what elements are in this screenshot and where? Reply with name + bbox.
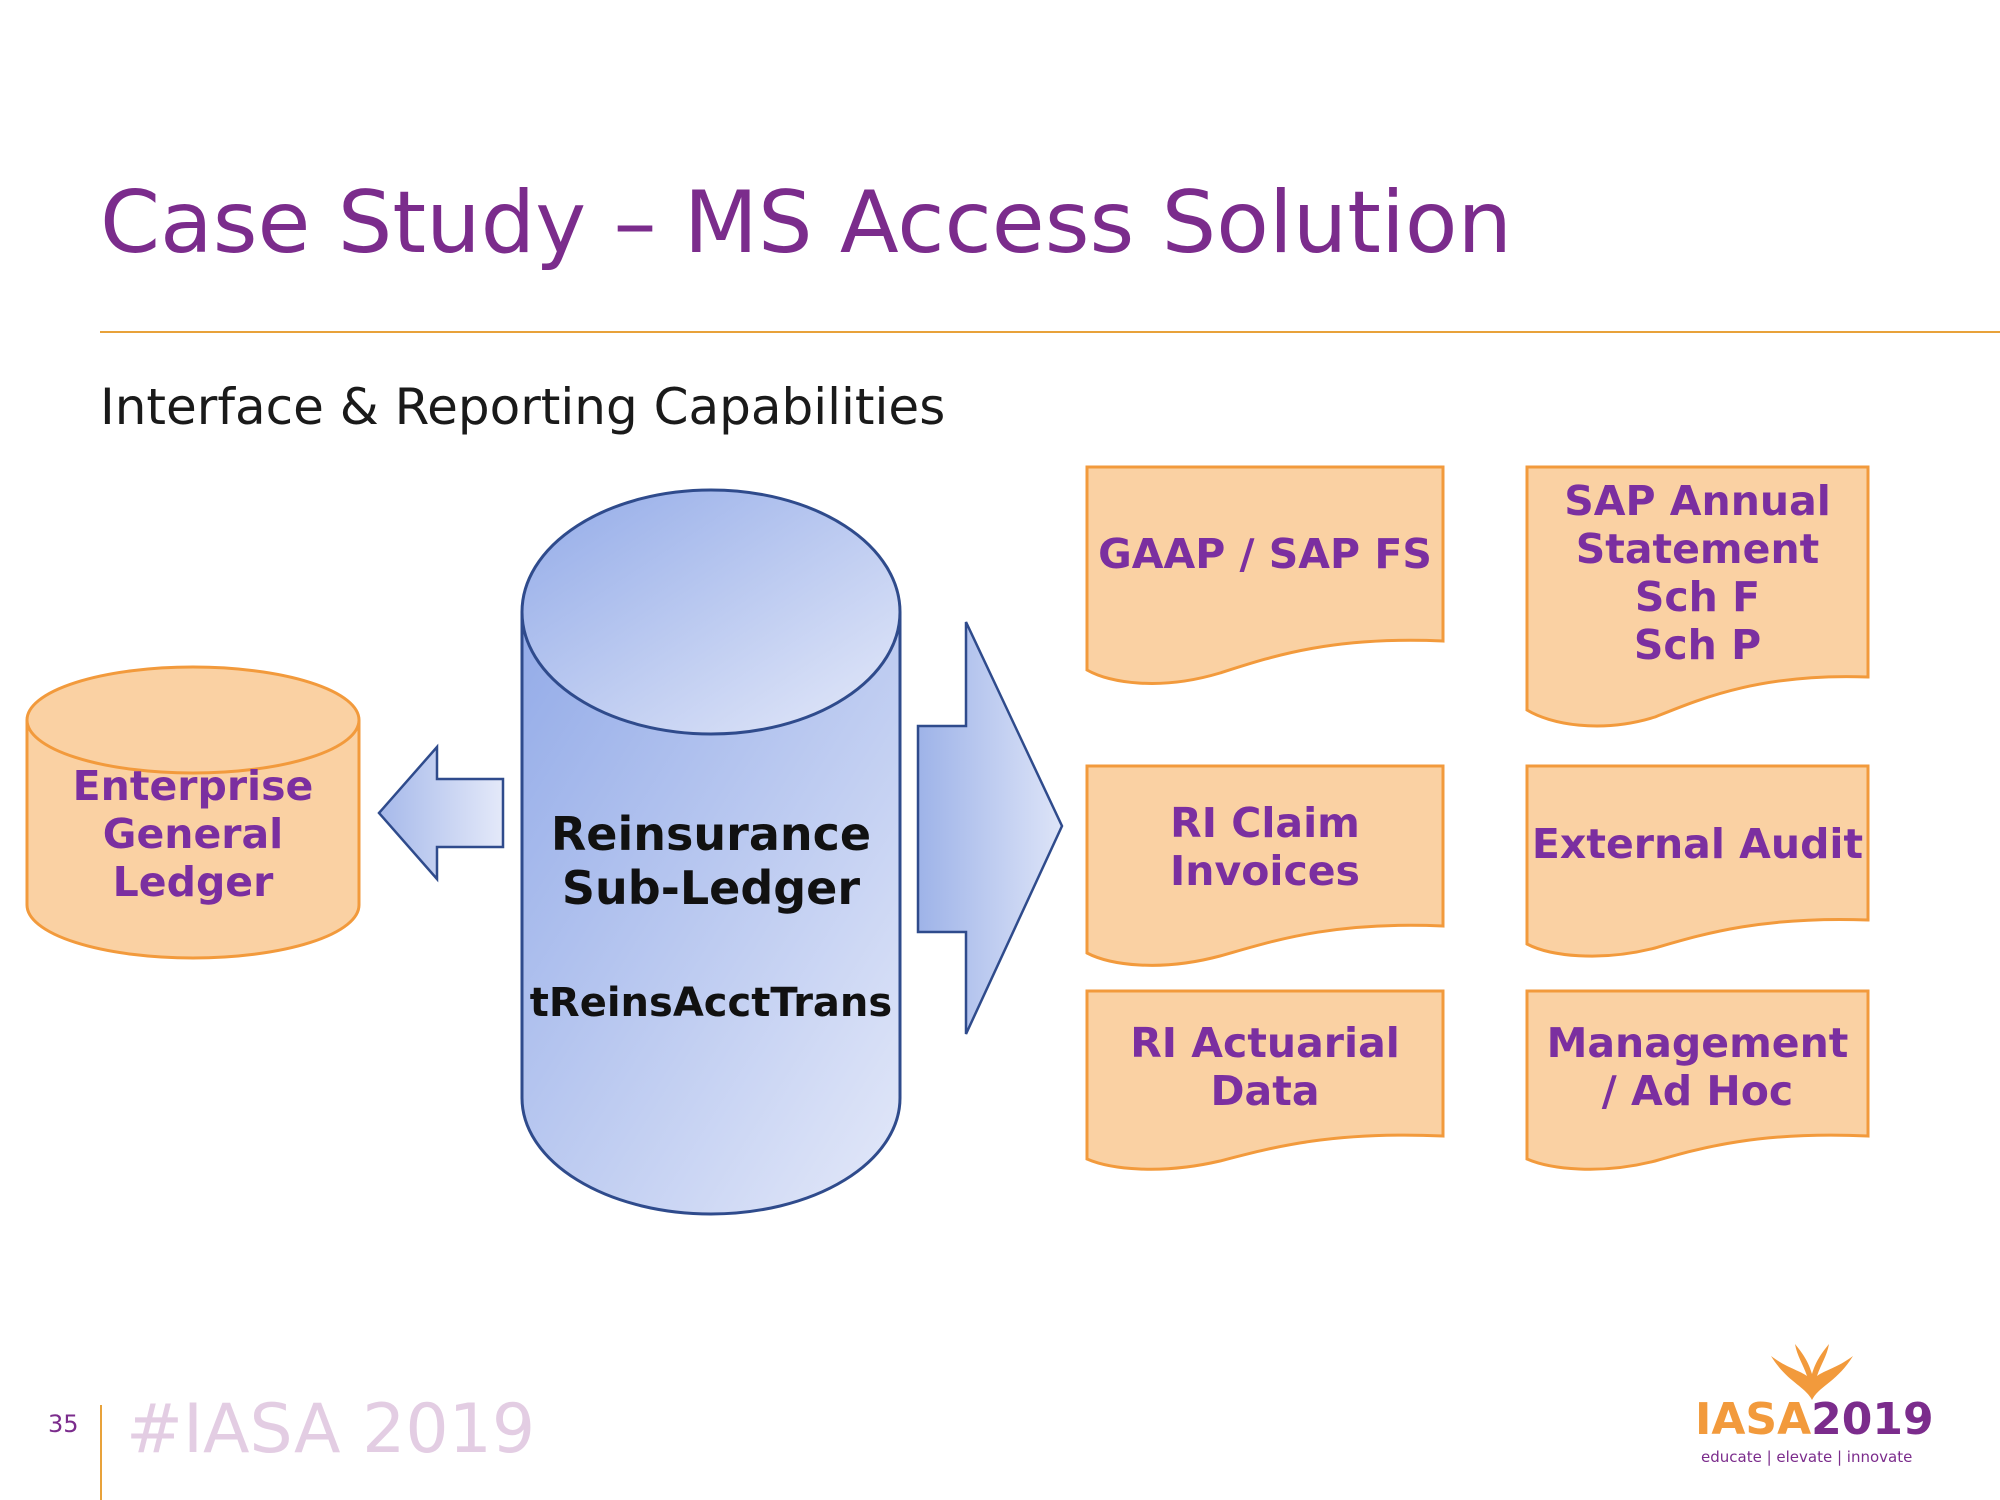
sap-annual-line1: SAP Annual [1564,477,1831,526]
management-line1: Management [1546,1019,1849,1068]
sap-annual-line2: Statement [1575,525,1820,574]
doc-sap-annual-statement [1525,465,1870,728]
enterprise-ledger-line2: General [102,810,284,859]
footer-divider [100,1405,102,1500]
management-label: Management / Ad Hoc [1527,1010,1868,1126]
ri-actuarial-line2: Data [1210,1067,1320,1115]
sap-annual-label: SAP Annual Statement Sch F Sch P [1527,467,1868,681]
slide-title: Case Study – MS Access Solution [100,173,1512,273]
enterprise-ledger-label: Enterprise General Ledger [27,752,359,918]
gaap-sap-fs-label: GAAP / SAP FS [1087,520,1443,590]
subledger-table-name: tReinsAcctTrans [529,979,893,1026]
sap-annual-line4: Sch P [1633,620,1762,669]
ri-claim-line2: Invoices [1170,847,1360,895]
right-arrow [916,621,1064,1035]
external-audit-label: External Audit [1527,810,1868,880]
footer-hashtag: #IASA 2019 [126,1390,536,1469]
slide-subtitle: Interface & Reporting Capabilities [100,378,946,436]
subledger-line1: Reinsurance [550,807,872,862]
management-line2: / Ad Hoc [1601,1067,1794,1115]
doc-ri-actuarial-data [1085,989,1445,1171]
sap-annual-line3: Sch F [1634,573,1761,621]
gaap-sap-fs-line1: GAAP / SAP FS [1098,530,1432,579]
enterprise-ledger-cylinder [25,665,361,960]
doc-gaap-sap-fs [1085,465,1445,685]
ri-actuarial-label: RI Actuarial Data [1087,1010,1443,1126]
doc-ri-claim-invoices [1085,764,1445,967]
ri-claim-line1: RI Claim [1170,799,1360,848]
logo-tagline: educate | elevate | innovate [1701,1448,1913,1466]
doc-management-ad-hoc [1525,989,1870,1171]
phoenix-icon [1771,1344,1853,1400]
ri-claim-label: RI Claim Invoices [1087,790,1443,906]
left-arrow [377,743,505,883]
ri-actuarial-line1: RI Actuarial [1130,1019,1400,1068]
page-number: 35 [48,1410,79,1438]
subledger-label: Reinsurance Sub-Ledger [522,800,900,924]
external-audit-line1: External Audit [1531,820,1864,869]
logo-year: 2019 [1811,1394,1934,1445]
doc-external-audit [1525,764,1870,958]
subledger-line2: Sub-Ledger [561,861,861,915]
title-divider [100,331,2000,333]
enterprise-ledger-line1: Enterprise [72,762,314,811]
logo-iasa: IASA [1695,1394,1812,1445]
logo-wordmark: IASA2019 [1695,1398,1934,1442]
reinsurance-subledger-cylinder [520,488,902,1216]
iasa-logo: IASA2019 educate | elevate | innovate [1695,1344,1934,1470]
enterprise-ledger-line3: Ledger [112,857,274,906]
